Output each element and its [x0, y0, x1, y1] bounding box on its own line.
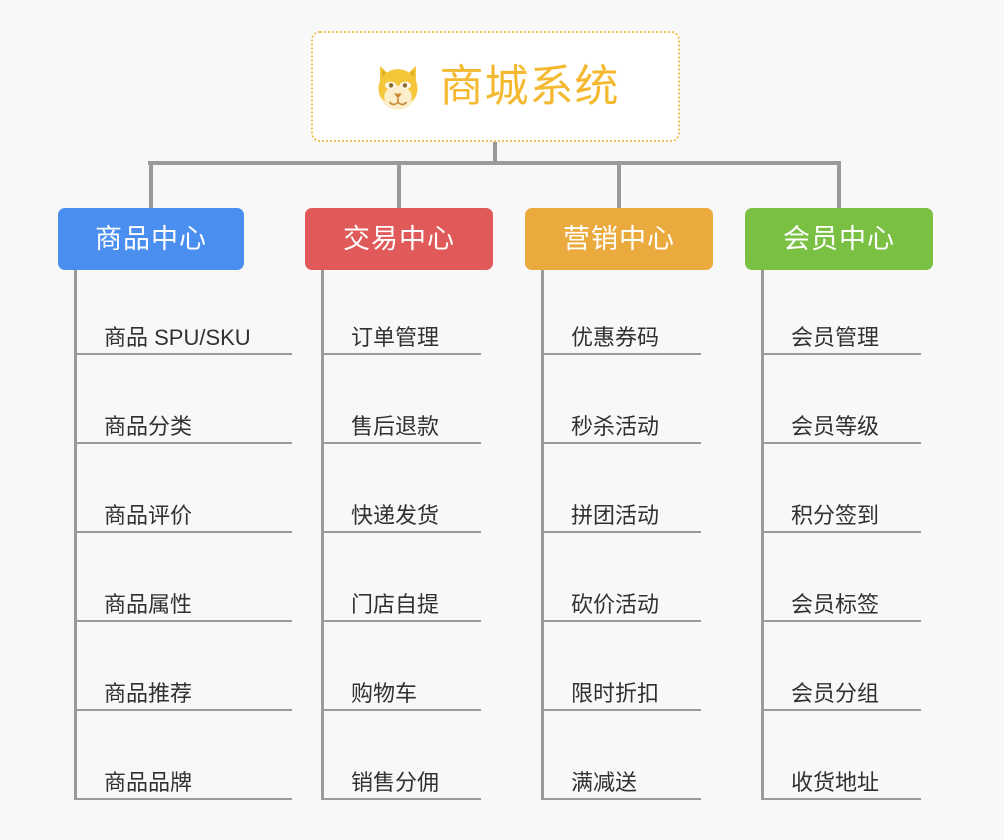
leaf-item-label: 门店自提 — [351, 591, 440, 617]
branch-spine-connector — [74, 270, 77, 800]
leaf-item-label: 销售分佣 — [351, 769, 440, 795]
leaf-item-label: 积分签到 — [791, 502, 880, 528]
leaf-item[interactable]: 销售分佣 — [321, 758, 481, 800]
leaf-item-label: 收货地址 — [791, 769, 880, 795]
branch-bus-connector — [148, 161, 838, 165]
leaf-item[interactable]: 商品推荐 — [74, 669, 292, 711]
leaf-item[interactable]: 商品分类 — [74, 402, 292, 444]
leaf-item-label: 商品 SPU/SKU — [104, 324, 251, 350]
leaf-item-label: 会员等级 — [791, 413, 880, 439]
leaf-item-label: 会员分组 — [791, 680, 880, 706]
branch-header-label: 会员中心 — [783, 223, 895, 254]
branch-header-2[interactable]: 交易中心 — [305, 208, 493, 270]
branch-header-4[interactable]: 会员中心 — [745, 208, 933, 270]
branch-spine-connector — [761, 270, 764, 800]
leaf-item[interactable]: 会员等级 — [761, 402, 921, 444]
shiba-dog-face-icon — [378, 65, 417, 110]
leaf-item[interactable]: 商品品牌 — [74, 758, 292, 800]
branch-header-1[interactable]: 商品中心 — [58, 208, 244, 270]
leaf-item-label: 拼团活动 — [571, 502, 660, 528]
leaf-item[interactable]: 售后退款 — [321, 402, 481, 444]
branch-drop-connector — [617, 161, 621, 208]
leaf-item-label: 订单管理 — [351, 324, 440, 350]
root-stem-connector — [493, 142, 497, 165]
leaf-item[interactable]: 商品 SPU/SKU — [74, 313, 292, 355]
branch-drop-connector — [397, 161, 401, 208]
branch-header-label: 营销中心 — [563, 223, 675, 254]
leaf-item[interactable]: 会员标签 — [761, 580, 921, 622]
leaf-item-label: 快递发货 — [351, 502, 440, 528]
leaf-item[interactable]: 购物车 — [321, 669, 481, 711]
leaf-item[interactable]: 限时折扣 — [541, 669, 701, 711]
root-label: 商城系统 — [439, 61, 620, 111]
leaf-item[interactable]: 拼团活动 — [541, 491, 701, 533]
branch-spine-connector — [541, 270, 544, 800]
leaf-item-label: 会员标签 — [791, 591, 880, 617]
leaf-item[interactable]: 优惠券码 — [541, 313, 701, 355]
root-node[interactable]: 商城系统 — [311, 31, 680, 142]
leaf-item[interactable]: 门店自提 — [321, 580, 481, 622]
leaf-item-label: 砍价活动 — [571, 591, 660, 617]
leaf-item[interactable]: 订单管理 — [321, 313, 481, 355]
leaf-item[interactable]: 会员分组 — [761, 669, 921, 711]
leaf-item[interactable]: 秒杀活动 — [541, 402, 701, 444]
leaf-item-label: 优惠券码 — [571, 324, 660, 350]
branch-header-label: 交易中心 — [343, 223, 455, 254]
branch-header-3[interactable]: 营销中心 — [525, 208, 713, 270]
branch-header-label: 商品中心 — [95, 223, 207, 254]
leaf-item-label: 满减送 — [571, 769, 638, 795]
leaf-item[interactable]: 砍价活动 — [541, 580, 701, 622]
branch-drop-connector — [149, 161, 153, 208]
leaf-item-label: 商品品牌 — [104, 769, 193, 795]
leaf-item[interactable]: 满减送 — [541, 758, 701, 800]
leaf-item-label: 商品评价 — [104, 502, 193, 528]
leaf-item-label: 商品分类 — [104, 413, 193, 439]
leaf-item-label: 秒杀活动 — [571, 413, 660, 439]
leaf-item-label: 商品推荐 — [104, 680, 193, 706]
leaf-item[interactable]: 快递发货 — [321, 491, 481, 533]
leaf-item[interactable]: 收货地址 — [761, 758, 921, 800]
leaf-item[interactable]: 商品评价 — [74, 491, 292, 533]
leaf-item[interactable]: 会员管理 — [761, 313, 921, 355]
leaf-item-label: 售后退款 — [351, 413, 440, 439]
leaf-item[interactable]: 积分签到 — [761, 491, 921, 533]
leaf-item-label: 商品属性 — [104, 591, 193, 617]
leaf-item-label: 会员管理 — [791, 324, 880, 350]
leaf-item[interactable]: 商品属性 — [74, 580, 292, 622]
leaf-item-label: 购物车 — [351, 680, 418, 706]
branch-spine-connector — [321, 270, 324, 800]
branch-drop-connector — [837, 161, 841, 208]
leaf-item-label: 限时折扣 — [571, 680, 660, 706]
